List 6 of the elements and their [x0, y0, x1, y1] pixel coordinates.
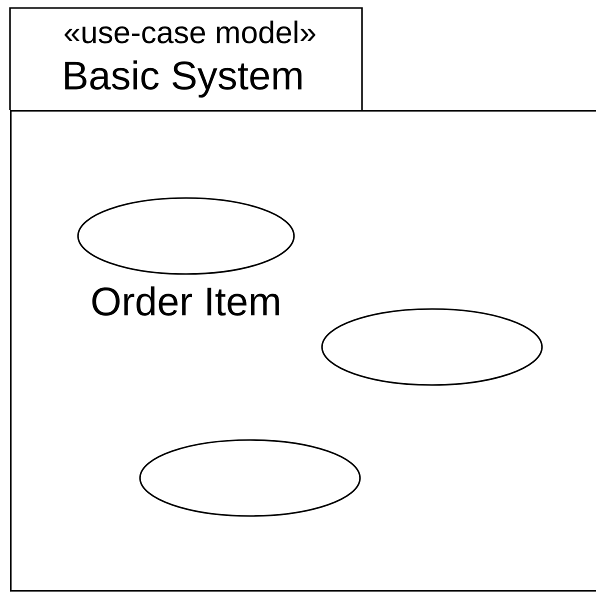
node-label: «use-case model»	[64, 20, 316, 44]
use-case-ellipse	[321, 308, 543, 386]
use-case-ellipse	[77, 197, 295, 275]
node-label: Basic System	[65, 60, 302, 98]
use-case-name: Order Item	[92, 286, 279, 316]
use-case-ellipse	[139, 439, 361, 517]
